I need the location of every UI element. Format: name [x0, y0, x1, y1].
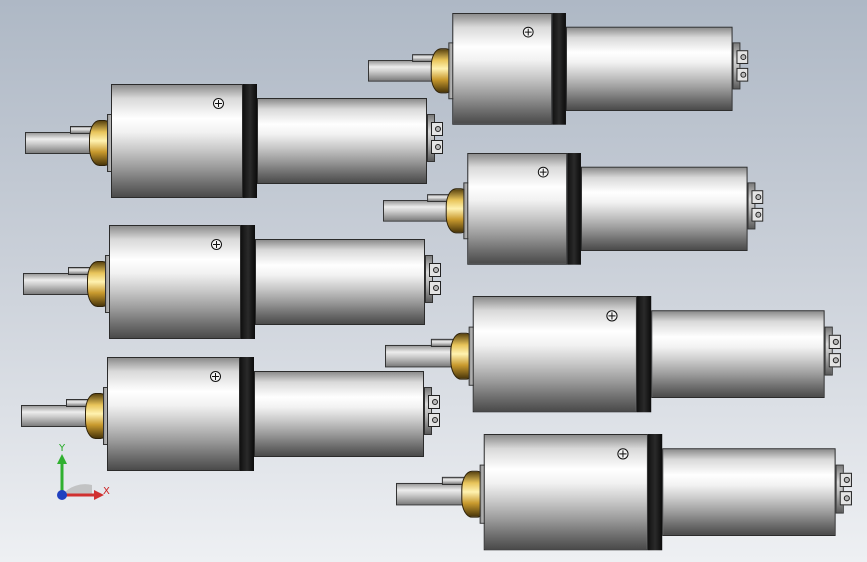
gear-motor-part[interactable] — [25, 84, 445, 204]
gearbox-housing — [467, 153, 567, 265]
coordinate-triad-icon[interactable] — [44, 440, 114, 510]
motor-terminal — [429, 281, 441, 295]
motor-terminal — [828, 353, 841, 368]
mounting-screw-icon — [211, 239, 222, 250]
gear-motor-part[interactable] — [368, 13, 780, 131]
motor-terminal — [839, 491, 852, 506]
end-cap — [835, 464, 844, 514]
output-shaft — [383, 200, 452, 222]
separator-ring — [240, 357, 254, 471]
separator-ring — [243, 84, 257, 198]
triad-plane-icon — [62, 484, 92, 495]
motor-terminal — [431, 122, 443, 136]
gear-motor-part[interactable] — [23, 225, 443, 345]
motor-can — [254, 371, 424, 457]
motor-terminal — [428, 413, 440, 427]
mounting-screw-icon — [210, 371, 221, 382]
separator-ring — [636, 296, 652, 413]
motor-terminal — [431, 140, 443, 154]
output-shaft — [396, 482, 468, 506]
motor-terminal — [751, 207, 763, 222]
motor-can — [580, 166, 748, 251]
gear-motor-part[interactable] — [396, 434, 852, 556]
separator-ring — [241, 225, 255, 339]
output-shaft — [25, 132, 95, 154]
motor-can — [255, 239, 425, 325]
mounting-screw-icon — [213, 98, 224, 109]
end-cap — [425, 255, 433, 303]
output-shaft — [21, 405, 91, 427]
separator-ring — [566, 153, 581, 265]
motor-terminal — [428, 395, 440, 409]
gearbox-housing — [483, 434, 648, 551]
separator-ring — [647, 434, 663, 551]
motor-can — [257, 98, 427, 184]
motor-can — [565, 26, 733, 111]
mounting-screw-icon — [606, 310, 618, 322]
motor-terminal — [736, 67, 748, 82]
end-cap — [747, 182, 756, 230]
motor-terminal — [429, 263, 441, 277]
x-axis-arrowhead-icon — [94, 490, 104, 500]
end-cap — [424, 387, 432, 435]
motor-terminal — [828, 334, 841, 350]
motor-can — [662, 448, 836, 536]
output-shaft — [23, 273, 93, 295]
end-cap — [732, 42, 741, 90]
mounting-screw-icon — [522, 26, 534, 38]
gear-motor-part[interactable] — [383, 153, 795, 271]
y-axis-arrowhead-icon — [57, 454, 67, 464]
z-axis-origin-icon — [57, 490, 67, 500]
gear-motor-part[interactable] — [21, 357, 441, 477]
motor-terminal — [839, 472, 852, 488]
gear-motor-part[interactable] — [385, 296, 841, 418]
end-cap — [427, 114, 435, 162]
end-cap — [824, 326, 833, 376]
mounting-screw-icon — [617, 448, 629, 460]
gearbox-housing — [452, 13, 552, 125]
motor-terminal — [736, 50, 748, 64]
motor-terminal — [751, 190, 763, 204]
y-axis-label: Y — [59, 443, 66, 454]
motor-can — [651, 310, 825, 398]
x-axis-label: X — [103, 486, 110, 497]
separator-ring — [551, 13, 566, 125]
output-shaft — [368, 60, 437, 82]
output-shaft — [385, 344, 457, 368]
mounting-screw-icon — [537, 166, 549, 178]
